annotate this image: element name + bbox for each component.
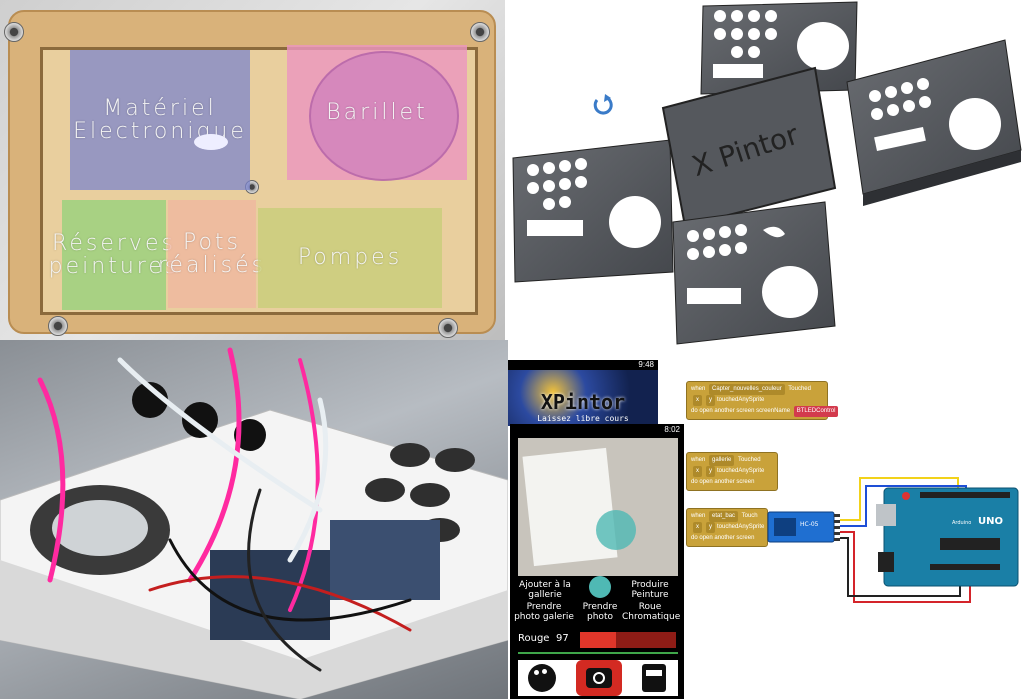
- starry-night-bg: [508, 370, 658, 426]
- status-bar: 8:02: [510, 424, 684, 436]
- bolt-icon: [4, 22, 24, 42]
- status-time: 8:02: [664, 425, 680, 434]
- led-icon: [194, 134, 228, 150]
- zone-label: Pots réalisés: [157, 229, 267, 278]
- splash-subtitle: Laissez libre cours: [537, 414, 629, 423]
- paint-bucket-icon[interactable]: [642, 664, 666, 692]
- arduino-uno-board: UNO Arduino: [876, 487, 1019, 587]
- gallery-photo-button[interactable]: Prendre photo galerie: [514, 602, 574, 622]
- power-jack-icon: [878, 552, 894, 572]
- zone-barillet: Barillet: [287, 45, 467, 181]
- rotate-icon[interactable]: [593, 94, 613, 115]
- component-chip: gallerie: [709, 455, 735, 466]
- zone-reserves: Réserves peintures: [49, 200, 176, 310]
- app-main-screen: 8:02 Ajouter à la gallerie Produire Pein…: [510, 424, 684, 699]
- zone-electronique: Matériel Electronique: [70, 50, 250, 190]
- zone-label: Réserves peintures: [48, 230, 180, 279]
- divider: [518, 652, 678, 654]
- bolt-icon: [48, 316, 68, 336]
- zone-label: Pompes: [297, 245, 403, 271]
- machine-photo: [0, 340, 508, 699]
- add-to-gallery-button[interactable]: Ajouter à la gallerie: [519, 580, 571, 600]
- module-label: HC-05: [800, 521, 819, 528]
- cad-plate-top: [700, 1, 858, 95]
- zone-pompes: Pompes: [258, 208, 442, 308]
- screen-name-value: BTLEDControl: [793, 406, 839, 417]
- paper-sheet: [522, 447, 618, 567]
- zone-pots: Pots réalisés: [158, 200, 263, 308]
- cad-plate-right: [846, 39, 1022, 206]
- color-preview-swatch: [589, 576, 611, 598]
- status-time: 9:48: [638, 360, 654, 369]
- bolt-icon: [438, 318, 458, 338]
- component-chip: etat_bac: [709, 511, 739, 522]
- component-chip: Capter_nouvelles_couleur: [709, 384, 785, 395]
- palette-icon[interactable]: [528, 664, 556, 692]
- tray-photo: Matériel Electronique Barillet Réserves …: [0, 0, 505, 340]
- arduino-wiring-diagram: HC-05 UNO Arduino: [767, 477, 1019, 603]
- cad-plate-bottom: [672, 201, 836, 345]
- barillet-disc-icon: [309, 51, 459, 181]
- color-wheel-button[interactable]: Roue Chromatique: [622, 602, 681, 622]
- board-label: UNO: [978, 516, 1003, 527]
- red-slider-track[interactable]: [580, 632, 676, 648]
- slider-value: 97: [556, 633, 569, 644]
- paint-blob: [596, 510, 636, 550]
- bolt-icon: [470, 22, 490, 42]
- camera-icon[interactable]: [576, 660, 622, 696]
- cad-exploded-view: X Pintor: [512, 1, 1022, 345]
- splash-title: XPintor: [540, 390, 626, 414]
- cad-lid: X Pintor: [661, 66, 837, 228]
- take-photo-button[interactable]: Prendre photo: [582, 602, 618, 622]
- cad-plate-left: [512, 139, 674, 283]
- usb-port-icon: [876, 504, 896, 526]
- board-brand: Arduino: [952, 520, 971, 526]
- bottom-toolbar: [518, 660, 678, 696]
- bluetooth-module: HC-05: [767, 511, 840, 543]
- machine-illustration: [0, 347, 508, 699]
- slider-label: Rouge: [518, 633, 550, 644]
- status-bar: 9:48: [508, 360, 658, 370]
- app-splash-screen: 9:48 XPintor Laissez libre cours: [508, 360, 658, 426]
- camera-preview: [518, 438, 678, 576]
- produce-paint-button[interactable]: Produire Peinture: [631, 580, 669, 600]
- red-slider-fill: [580, 632, 617, 648]
- zone-label: Barillet: [326, 99, 428, 125]
- cad-render: X Pintor: [505, 0, 1024, 352]
